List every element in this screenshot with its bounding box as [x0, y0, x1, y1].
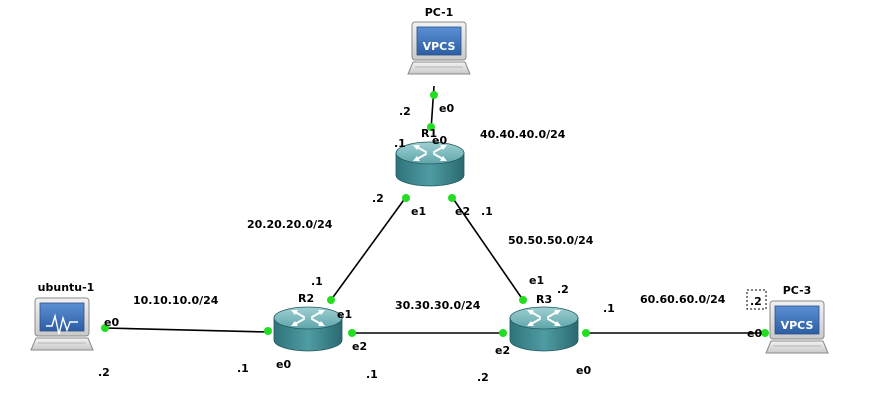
- pc1-octet: .2: [399, 105, 411, 118]
- network-label-30: 30.30.30.0/24: [395, 299, 481, 312]
- pc3-icon[interactable]: VPCS: [765, 300, 829, 354]
- r1-e1-label: e1: [411, 205, 426, 218]
- pc3-screen-text: VPCS: [781, 319, 814, 332]
- r2-e2-octet: .1: [366, 368, 378, 381]
- selection-box: [746, 289, 767, 310]
- r2-e1-label: e1: [337, 308, 352, 321]
- network-label-40: 40.40.40.0/24: [480, 128, 566, 141]
- link-r1-r3: [451, 196, 524, 301]
- port-dot: [582, 329, 590, 337]
- port-dot: [448, 194, 456, 202]
- pc3-e0-label: e0: [747, 327, 762, 340]
- ubuntu1-name: ubuntu-1: [38, 281, 95, 294]
- r3-e2-octet: .2: [477, 371, 489, 384]
- port-dots: [101, 91, 769, 337]
- link-r1-r2: [330, 196, 407, 301]
- r2-e0-octet: .1: [237, 362, 249, 375]
- ubuntu1-icon[interactable]: [30, 297, 94, 351]
- ubuntu-octet: .2: [98, 366, 110, 379]
- ubuntu-monitor-graph-icon: [46, 313, 78, 335]
- r2-e0-label: e0: [276, 358, 291, 371]
- r3-e2-label: e2: [495, 344, 510, 357]
- port-dot: [101, 324, 109, 332]
- r3-e0-label: e0: [576, 364, 591, 377]
- router-r3-icon[interactable]: [509, 306, 579, 352]
- port-dot: [264, 327, 272, 335]
- port-dot: [499, 329, 507, 337]
- network-label-20: 20.20.20.0/24: [247, 218, 333, 231]
- pc1-icon[interactable]: VPCS: [407, 21, 471, 75]
- links: [104, 85, 765, 334]
- port-dot: [519, 296, 527, 304]
- r3-name: R3: [536, 293, 552, 306]
- port-dot: [327, 296, 335, 304]
- port-dot: [430, 91, 438, 99]
- r1-e2-octet: .1: [481, 205, 493, 218]
- r3-e1-octet: .2: [557, 283, 569, 296]
- r2-e1-octet: .1: [311, 275, 323, 288]
- router-r2-icon[interactable]: [273, 306, 343, 352]
- r1-e2-label: e2: [455, 205, 470, 218]
- network-label-60: 60.60.60.0/24: [640, 293, 726, 306]
- pc3-octet: .2: [750, 295, 762, 308]
- r2-e2-label: e2: [352, 340, 367, 353]
- pc1-screen-text: VPCS: [423, 40, 456, 53]
- port-dot: [348, 329, 356, 337]
- link-ubuntu-r2: [104, 327, 269, 333]
- r2-name: R2: [298, 292, 314, 305]
- r3-e1-label: e1: [529, 274, 544, 287]
- port-dot: [402, 194, 410, 202]
- pc1-e0-label: e0: [439, 102, 454, 115]
- pc3-name: PC-3: [783, 284, 812, 297]
- r1-name: R1: [421, 127, 437, 140]
- r1-e0-label: e0: [432, 134, 447, 147]
- r3-e0-octet: .1: [603, 302, 615, 315]
- port-dot: [761, 329, 769, 337]
- network-label-50: 50.50.50.0/24: [508, 234, 594, 247]
- r1-e1-octet: .2: [372, 192, 384, 205]
- port-dot: [427, 123, 435, 131]
- ubuntu-e0-label: e0: [104, 316, 119, 329]
- r1-e0-octet: .1: [394, 137, 406, 150]
- network-label-10: 10.10.10.0/24: [133, 294, 219, 307]
- router-r1-icon[interactable]: [395, 141, 465, 187]
- pc1-name: PC-1: [425, 6, 454, 19]
